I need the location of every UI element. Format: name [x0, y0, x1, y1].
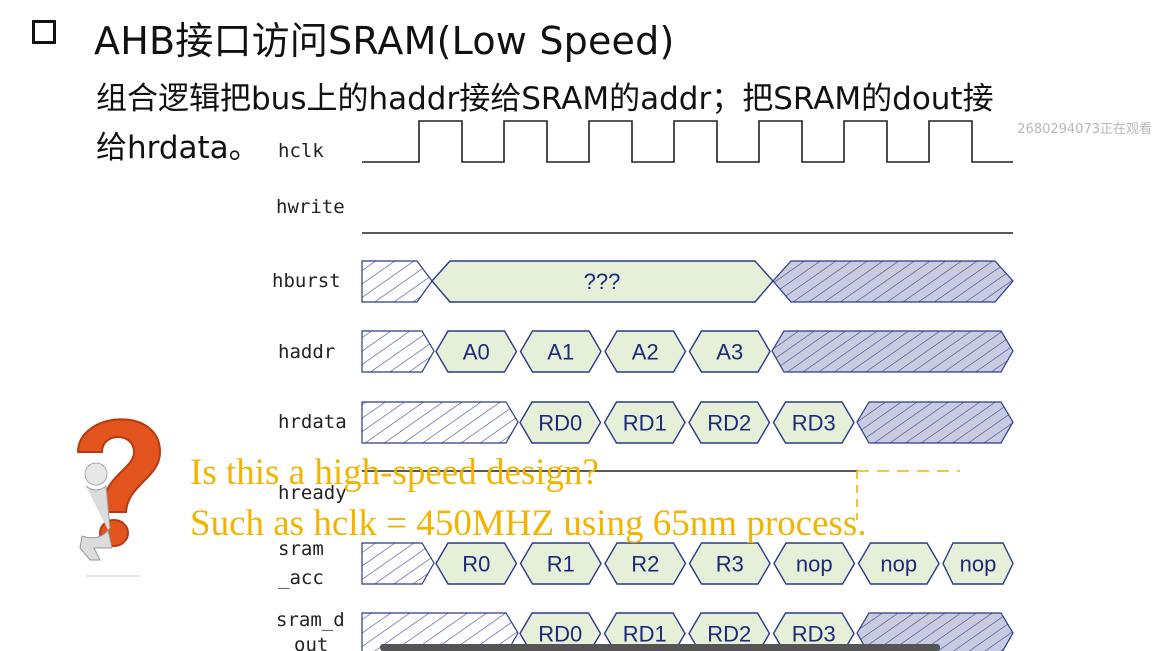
signal-label-sram-acc-1: sram	[278, 538, 324, 560]
hrdata-hatch-start	[361, 401, 519, 444]
hrdata-cell	[519, 401, 602, 444]
question-line-1: Is this a high-speed design?	[190, 452, 599, 493]
sram-dout-cell-label: RD3	[792, 622, 836, 647]
sram-dout-cell	[688, 612, 771, 651]
haddr-cell	[604, 330, 687, 373]
sram-acc-cell-label: nop	[796, 552, 833, 577]
description-line-1: 组合逻辑把bus上的haddr接给SRAM的addr；把SRAM的dout接	[96, 81, 994, 117]
player-scrollbar[interactable]	[380, 644, 940, 651]
signal-label-sram-acc-2: _acc	[278, 567, 324, 589]
sram-dout-cell-label: RD2	[707, 622, 751, 647]
sram-acc-cell-label: R0	[462, 552, 490, 577]
sram-acc-cell	[857, 542, 940, 585]
haddr-cell	[688, 330, 771, 373]
sram-dout-cell	[519, 612, 602, 651]
hclk-waveform	[362, 120, 1013, 163]
hrdata-cell-label: RD0	[538, 411, 582, 436]
signal-label-hburst: hburst	[272, 270, 341, 292]
hrdata-cell-label: RD3	[792, 411, 836, 436]
sram-dout-cell-label: RD0	[538, 622, 582, 647]
sram-acc-cell	[519, 542, 602, 585]
sram-acc-cell	[435, 542, 518, 585]
hburst-value: ???	[584, 269, 621, 294]
hrdata-hatch-end	[856, 401, 1014, 444]
sram-dout-cell	[772, 612, 855, 651]
haddr-cell-label: A1	[547, 340, 574, 365]
signal-label-haddr: haddr	[278, 341, 335, 363]
haddr-cell	[519, 330, 602, 373]
hburst-hatch-end	[772, 260, 1014, 303]
viewer-watermark: 2680294073正在观看	[1017, 122, 1152, 137]
sram-acc-cell	[773, 542, 856, 585]
hrdata-cell	[772, 401, 855, 444]
signal-label-hclk: hclk	[278, 140, 324, 162]
haddr-hatch-start	[361, 330, 435, 373]
sram-acc-cell-label: R1	[547, 552, 575, 577]
hburst-hatch-start	[361, 260, 433, 303]
sram-acc-cell-label: nop	[960, 552, 997, 577]
hrdata-cell-label: RD2	[707, 411, 751, 436]
sram-dout-cell	[603, 612, 686, 651]
signal-label-hwrite: hwrite	[276, 196, 345, 218]
sram-acc-cell	[688, 542, 771, 585]
hrdata-cell	[603, 401, 686, 444]
sram-acc-cell	[604, 542, 687, 585]
hrdata-cell-label: RD1	[623, 411, 667, 436]
haddr-cell	[435, 330, 518, 373]
sram-dout-cell-label: RD1	[623, 622, 667, 647]
description-line-2: 给hrdata。	[96, 130, 260, 166]
signal-label-sram-dout-1: sram_d	[276, 609, 345, 631]
signal-label-sram-dout-2: out	[294, 634, 328, 651]
sram-acc-cell-label: nop	[880, 552, 917, 577]
haddr-hatch-end	[771, 330, 1014, 373]
haddr-cell-label: A0	[463, 340, 490, 365]
sram-dout-hatch-end	[856, 612, 1014, 651]
signal-label-hready: hready	[278, 482, 347, 504]
sram-dout-hatch-start	[361, 612, 519, 651]
question-mark-figure-icon	[76, 418, 162, 577]
hrdata-cell	[688, 401, 771, 444]
signal-label-hrdata: hrdata	[278, 411, 347, 433]
haddr-cell-label: A2	[632, 340, 659, 365]
sram-acc-cell-label: R2	[631, 552, 659, 577]
sram-acc-hatch-start	[361, 542, 435, 585]
haddr-cell-label: A3	[716, 340, 743, 365]
question-line-2: Such as hclk = 450MHZ using 65nm process…	[190, 503, 867, 544]
sram-acc-cell-label: R3	[716, 552, 744, 577]
sram-acc-cell	[942, 542, 1014, 585]
slide-title: AHB接口访问SRAM(Low Speed)	[94, 19, 675, 63]
square-bullet-icon	[32, 20, 56, 44]
